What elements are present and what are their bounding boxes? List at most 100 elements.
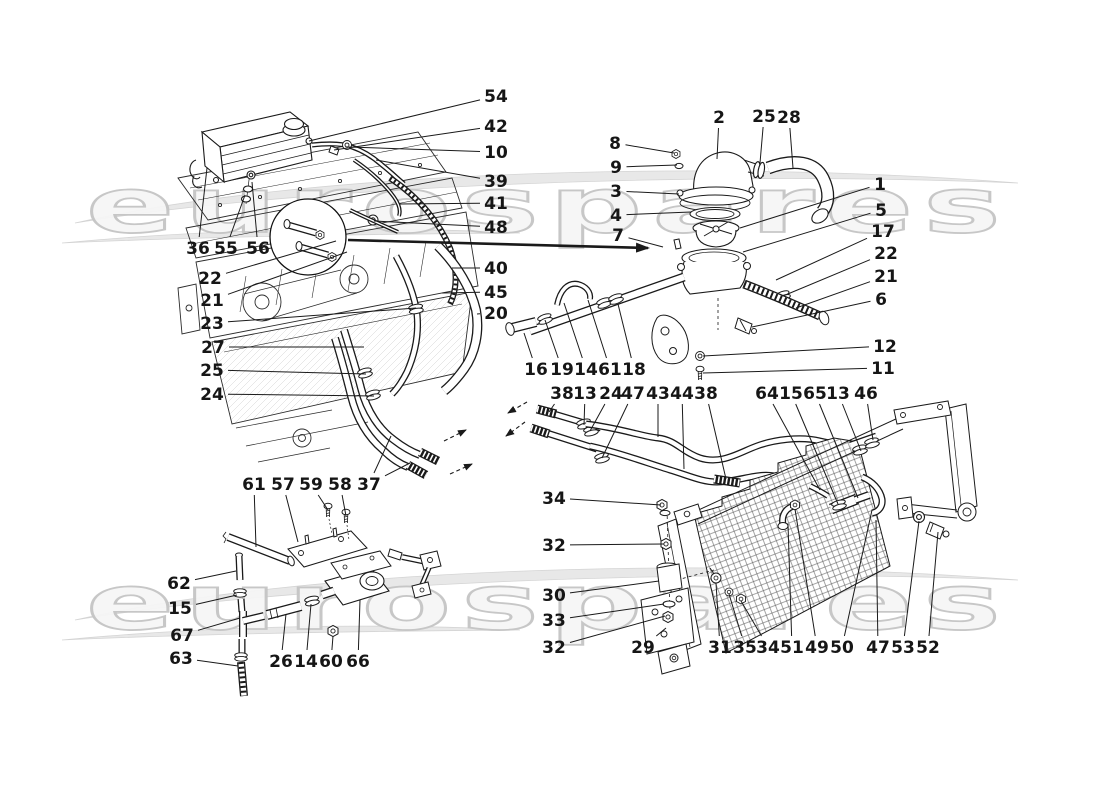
part-number-2: 2	[713, 108, 725, 128]
leader-line-48	[373, 220, 481, 227]
part-number-56: 56	[246, 239, 270, 259]
part-number-1: 1	[874, 175, 886, 195]
part-number-12: 12	[873, 337, 897, 357]
leader-line-24	[227, 393, 375, 397]
union-fitting	[299, 244, 329, 258]
leader-line-4	[626, 211, 692, 216]
part-number-45: 45	[484, 283, 508, 303]
part-number-61: 61	[598, 360, 622, 380]
leader-line-11	[702, 367, 868, 374]
part-number-43: 43	[646, 384, 670, 404]
bracket-plate-57	[287, 530, 368, 568]
part-number-60: 60	[319, 652, 343, 672]
part-number-8: 8	[609, 134, 621, 154]
vent-pipe	[311, 142, 405, 185]
union-fitting	[287, 222, 317, 236]
overflow-hose	[353, 159, 401, 217]
part-number-35: 35	[733, 638, 757, 658]
leader-line-25	[227, 369, 367, 375]
part-number-13: 13	[826, 384, 850, 404]
leader-line-24	[589, 403, 606, 432]
part-number-38: 38	[550, 384, 574, 404]
hose-sleeve-38	[713, 475, 741, 487]
leader-line-33	[569, 603, 665, 619]
leader-line-65	[819, 403, 859, 499]
part-number-23: 23	[200, 314, 224, 334]
part-number-42: 42	[484, 117, 508, 137]
part-number-24: 24	[599, 384, 623, 404]
leader-line-51	[787, 523, 793, 637]
leader-line-5	[742, 212, 871, 253]
part-number-64: 64	[755, 384, 779, 404]
washer-53	[912, 510, 926, 524]
part-number-10: 10	[484, 143, 508, 163]
union-26	[266, 602, 302, 619]
plug-52	[925, 521, 945, 540]
part-number-66: 66	[346, 652, 370, 672]
part-number-61: 61	[242, 475, 266, 495]
leader-line-59	[317, 494, 329, 511]
part-number-14: 14	[574, 360, 598, 380]
part-number-20: 20	[484, 304, 508, 324]
part-number-31: 31	[708, 638, 732, 658]
leader-line-15	[795, 403, 839, 505]
part-number-11: 11	[871, 359, 895, 379]
leader-line-56	[251, 181, 258, 238]
part-number-34: 34	[756, 638, 780, 658]
tank-bracket	[189, 159, 203, 189]
part-number-39: 39	[484, 172, 508, 192]
leader-line-54	[308, 99, 481, 142]
nut-32b	[662, 610, 674, 624]
part-number-47: 47	[866, 638, 890, 658]
part-number-28: 28	[777, 108, 801, 128]
leader-line-7	[628, 237, 664, 248]
leader-line-57	[285, 494, 299, 543]
part-number-3: 3	[610, 182, 622, 202]
outlet-hose-28	[766, 157, 833, 216]
part-number-52: 52	[916, 638, 940, 658]
leader-line-58	[341, 494, 347, 517]
leader-line-9	[626, 164, 678, 168]
thermostat-assembly	[651, 149, 835, 381]
detail-pointer-arrow	[347, 238, 650, 253]
leader-line-35	[728, 593, 743, 637]
part-number-53: 53	[891, 638, 915, 658]
part-number-22: 22	[198, 269, 222, 289]
leader-line-32	[569, 615, 666, 643]
right-frame-bar	[944, 403, 978, 513]
clamp-15c	[233, 588, 247, 598]
part-number-58: 58	[328, 475, 352, 495]
nut-34	[736, 593, 746, 605]
part-number-57: 57	[271, 475, 295, 495]
part-number-29: 29	[631, 638, 655, 658]
hose-50	[861, 474, 885, 516]
leader-line-60	[331, 635, 334, 651]
part-number-25: 25	[200, 361, 224, 381]
leader-line-37	[384, 462, 411, 477]
washer-33	[662, 600, 676, 608]
part-number-13: 13	[573, 384, 597, 404]
leader-line-15	[195, 594, 238, 605]
leader-line-14	[563, 302, 583, 359]
hose-62	[236, 555, 243, 581]
mount-stack	[656, 498, 715, 624]
leader-line-39	[375, 159, 481, 179]
bleed-screw	[246, 170, 256, 180]
part-number-33: 33	[542, 611, 566, 631]
leader-line-10	[348, 146, 481, 152]
leader-line-63	[196, 659, 239, 667]
part-number-32: 32	[542, 638, 566, 658]
part-number-18: 18	[622, 360, 646, 380]
tank-pipes	[311, 140, 483, 397]
bolt-11	[695, 365, 705, 381]
stud-7	[673, 238, 682, 250]
part-number-48: 48	[484, 218, 508, 238]
leader-line-49	[794, 508, 816, 637]
part-number-26: 26	[269, 652, 293, 672]
leader-line-22	[782, 259, 871, 297]
part-number-62: 62	[167, 574, 191, 594]
radiator-assembly	[640, 400, 978, 675]
part-number-32: 32	[542, 536, 566, 556]
